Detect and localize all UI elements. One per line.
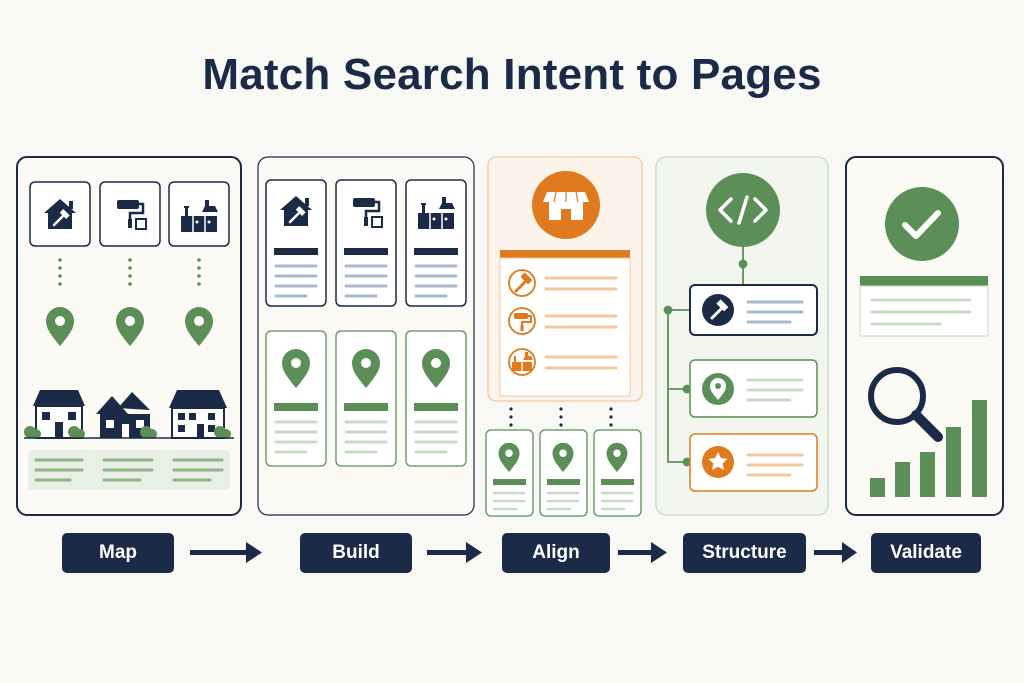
page-card-kitchen [405,179,467,307]
service-card-kitchen [168,181,230,247]
arrow-right-icon [814,542,857,563]
checkmark-icon [885,187,959,261]
result-lines [28,450,230,490]
step-align: Align [502,533,610,573]
page-card-roller [335,179,397,307]
schema-node-service [689,284,818,336]
page-card-house [265,179,327,307]
star-icon [708,452,728,470]
houses-row [24,389,234,439]
diagram-title: Match Search Intent to Pages [202,50,822,99]
panel-map [16,156,242,516]
panel-structure [655,156,829,516]
flow-arrows [190,542,857,563]
schema-node-location [689,359,818,418]
storefront-glyph [543,191,589,220]
dotted-connectors [58,258,201,286]
dotted-connectors [509,407,613,427]
schema-node-rating [689,433,818,492]
arrow-right-icon [618,542,667,563]
service-card-house [29,181,91,247]
step-validate: Validate [871,533,981,573]
magnifier-icon [868,367,943,442]
aligned-service-rows [508,269,618,376]
service-card-roller [99,181,161,247]
growth-bars [870,400,987,497]
step-map: Map [62,533,174,573]
arrow-right-icon [427,542,482,563]
step-build: Build [300,533,412,573]
panel-validate [845,156,1004,516]
location-page-cards [265,330,467,467]
location-cards-small [485,429,642,517]
tree-connectors [663,247,748,467]
panel-build [257,156,475,516]
step-structure: Structure [683,533,806,573]
arrow-right-icon [190,542,262,563]
panel-align [485,156,643,517]
